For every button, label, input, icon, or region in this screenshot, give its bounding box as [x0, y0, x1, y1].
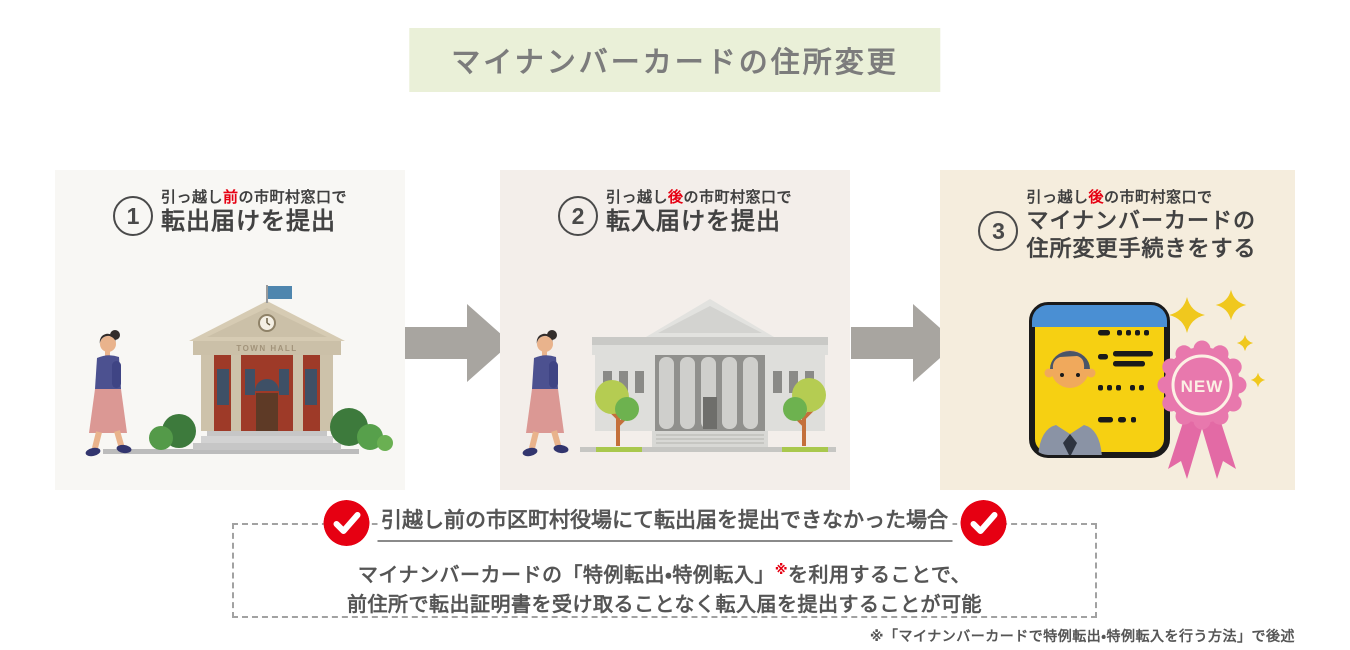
card-avatar	[1038, 350, 1102, 455]
step-3-panel: 3 引っ越し後の市町村窓口で マイナンバーカードの住所変更手続きをする	[940, 170, 1295, 490]
step-3-subtitle: 引っ越し後の市町村窓口で	[1026, 189, 1213, 206]
card-text-lines	[1098, 330, 1153, 423]
note-body: マイナンバーカードの「特例転出・特例転入」※を利用することで、 前住所で転出証明…	[347, 562, 982, 616]
page-title: マイナンバーカードの住所変更	[451, 47, 899, 79]
my-number-card	[1029, 302, 1170, 458]
step-3-number-circle: 3	[978, 211, 1019, 251]
step-1-title: 転出届けを提出	[160, 208, 336, 235]
tree-right	[782, 378, 828, 452]
check-icon	[323, 500, 369, 546]
step-2-header: 2 引っ越し後の市町村窓口で 転入届けを提出	[500, 170, 850, 237]
step-1-header: 1 引っ越し前の市町村窓口で 転出届けを提出	[55, 170, 405, 237]
tree-left	[595, 380, 642, 452]
step-2-panel: 2 引っ越し後の市町村窓口で 転入届けを提出	[500, 170, 850, 490]
step-1-panel: 1 引っ越し前の市町村窓口で 転出届けを提出	[55, 170, 405, 490]
step-2-title: 転入届けを提出	[605, 208, 781, 235]
flag-icon	[268, 286, 292, 299]
ground-line	[580, 447, 836, 452]
new-badge-label: NEW	[1181, 377, 1224, 396]
footnote: ※「マイナンバーカードで特例転出・特例転入を行う方法」で後述	[869, 628, 1295, 644]
new-badge: NEW	[1157, 340, 1247, 430]
check-icon	[960, 500, 1006, 546]
step-1-number-circle: 1	[112, 196, 153, 236]
town-hall-building: TOWN HALL	[189, 285, 345, 450]
flow-arrow-2	[851, 304, 957, 382]
step-2-number-circle: 2	[557, 196, 598, 236]
badge-ribbons	[1168, 413, 1236, 479]
note-heading-row: 引越し前の市区町村役場にて転出届を提出できなかった場合	[323, 500, 1006, 546]
ground-line	[103, 449, 359, 454]
step-2-subtitle: 引っ越し後の市町村窓口で	[605, 189, 793, 206]
flow-arrow-1	[405, 304, 511, 382]
town-hall-sign: TOWN HALL	[236, 344, 297, 353]
walking-person	[85, 330, 132, 457]
city-office-building	[592, 299, 828, 447]
title-banner: マイナンバーカードの住所変更	[409, 28, 941, 92]
step-3-header: 3 引っ越し後の市町村窓口で マイナンバーカードの住所変更手続きをする	[940, 170, 1295, 262]
reference-mark: ※	[774, 562, 788, 577]
walking-person	[521, 330, 569, 458]
step-1-subtitle: 引っ越し前の市町村窓口で	[160, 189, 348, 206]
note-heading: 引越し前の市区町村役場にて転出届を提出できなかった場合	[377, 504, 952, 542]
step-3-title: マイナンバーカードの住所変更手続きをする	[1026, 208, 1257, 261]
special-case-note-box: 引越し前の市区町村役場にて転出届を提出できなかった場合 マイナンバーカードの「特…	[232, 500, 1097, 618]
my-number-card-illustration: NEW	[1029, 289, 1266, 479]
town-hall-illustration: TOWN HALL	[85, 285, 393, 457]
city-office-illustration	[521, 299, 836, 458]
